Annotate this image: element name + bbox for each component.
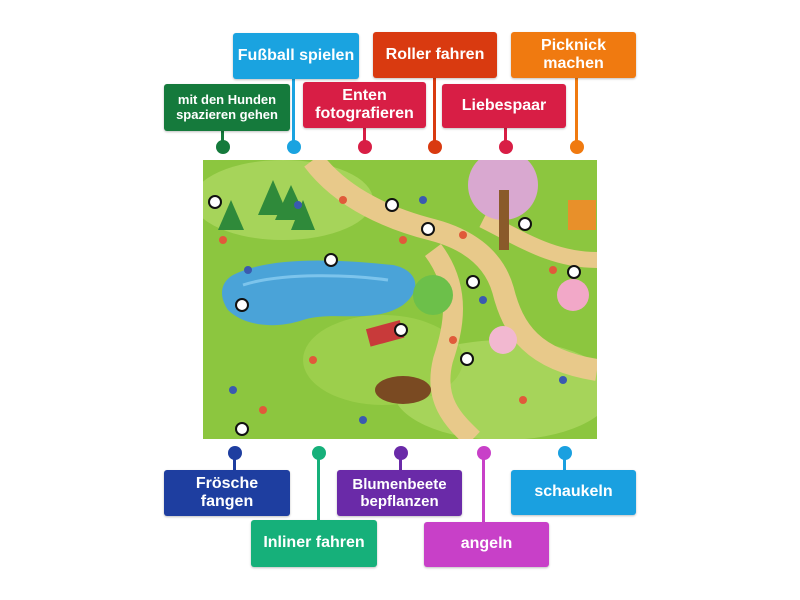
marker-6[interactable]: [567, 265, 581, 279]
label-hunde[interactable]: mit den Hunden spazieren gehen: [164, 84, 290, 131]
pin-line-liebespaar: [504, 128, 507, 146]
pin-dot-froesche: [228, 446, 242, 460]
pin-line-inliner: [317, 452, 320, 520]
marker-5[interactable]: [324, 253, 338, 267]
pin-line-enten: [363, 128, 366, 146]
label-picknick[interactable]: Picknick machen: [511, 32, 636, 78]
marker-1[interactable]: [208, 195, 222, 209]
label-schaukeln[interactable]: schaukeln: [511, 470, 636, 515]
pin-line-hunde: [221, 131, 224, 147]
label-inliner[interactable]: Inliner fahren: [251, 520, 377, 567]
pin-dot-hunde: [216, 140, 230, 154]
pin-dot-enten: [358, 140, 372, 154]
marker-4[interactable]: [518, 217, 532, 231]
pin-line-angeln: [482, 452, 485, 522]
marker-8[interactable]: [235, 298, 249, 312]
pin-dot-inliner: [312, 446, 326, 460]
pin-dot-blumenbeete: [394, 446, 408, 460]
pin-dot-liebespaar: [499, 140, 513, 154]
pin-dot-picknick: [570, 140, 584, 154]
label-angeln[interactable]: angeln: [424, 522, 549, 567]
label-roller[interactable]: Roller fahren: [373, 32, 497, 78]
marker-10[interactable]: [460, 352, 474, 366]
pin-line-roller: [433, 78, 436, 146]
pin-dot-roller: [428, 140, 442, 154]
marker-2[interactable]: [385, 198, 399, 212]
marker-11[interactable]: [235, 422, 249, 436]
marker-3[interactable]: [421, 222, 435, 236]
pin-line-froesche: [233, 452, 236, 470]
pin-line-schaukeln: [563, 452, 566, 470]
label-liebespaar[interactable]: Liebespaar: [442, 84, 566, 128]
pin-line-picknick: [575, 78, 578, 146]
pin-line-blumenbeete: [399, 452, 402, 470]
park-scene-image: [203, 160, 597, 439]
park-illustration-icon: [203, 160, 597, 439]
pin-dot-schaukeln: [558, 446, 572, 460]
pin-dot-fussball: [287, 140, 301, 154]
label-fussball[interactable]: Fußball spielen: [233, 33, 359, 79]
label-enten[interactable]: Enten fotografieren: [303, 82, 426, 128]
marker-7[interactable]: [466, 275, 480, 289]
marker-9[interactable]: [394, 323, 408, 337]
pin-line-fussball: [292, 79, 295, 146]
label-blumenbeete[interactable]: Blumenbeete bepflanzen: [337, 470, 462, 516]
pin-dot-angeln: [477, 446, 491, 460]
label-froesche[interactable]: Frösche fangen: [164, 470, 290, 516]
